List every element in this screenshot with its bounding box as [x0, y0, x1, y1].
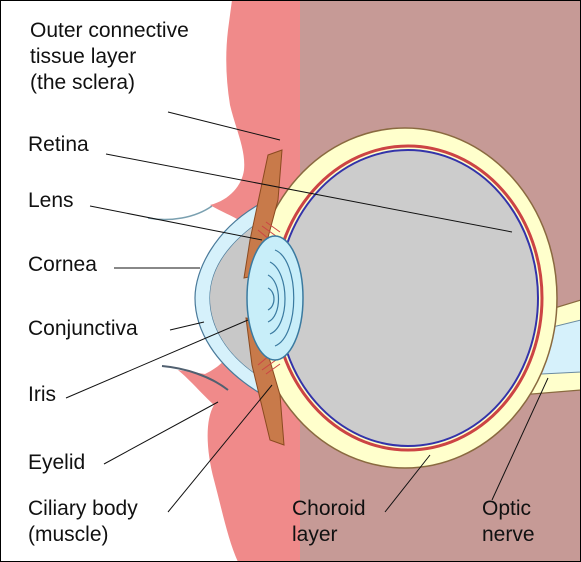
- eye-diagram: Outer connective tissue layer (the scler…: [0, 0, 581, 562]
- diagram-border: [0, 0, 581, 562]
